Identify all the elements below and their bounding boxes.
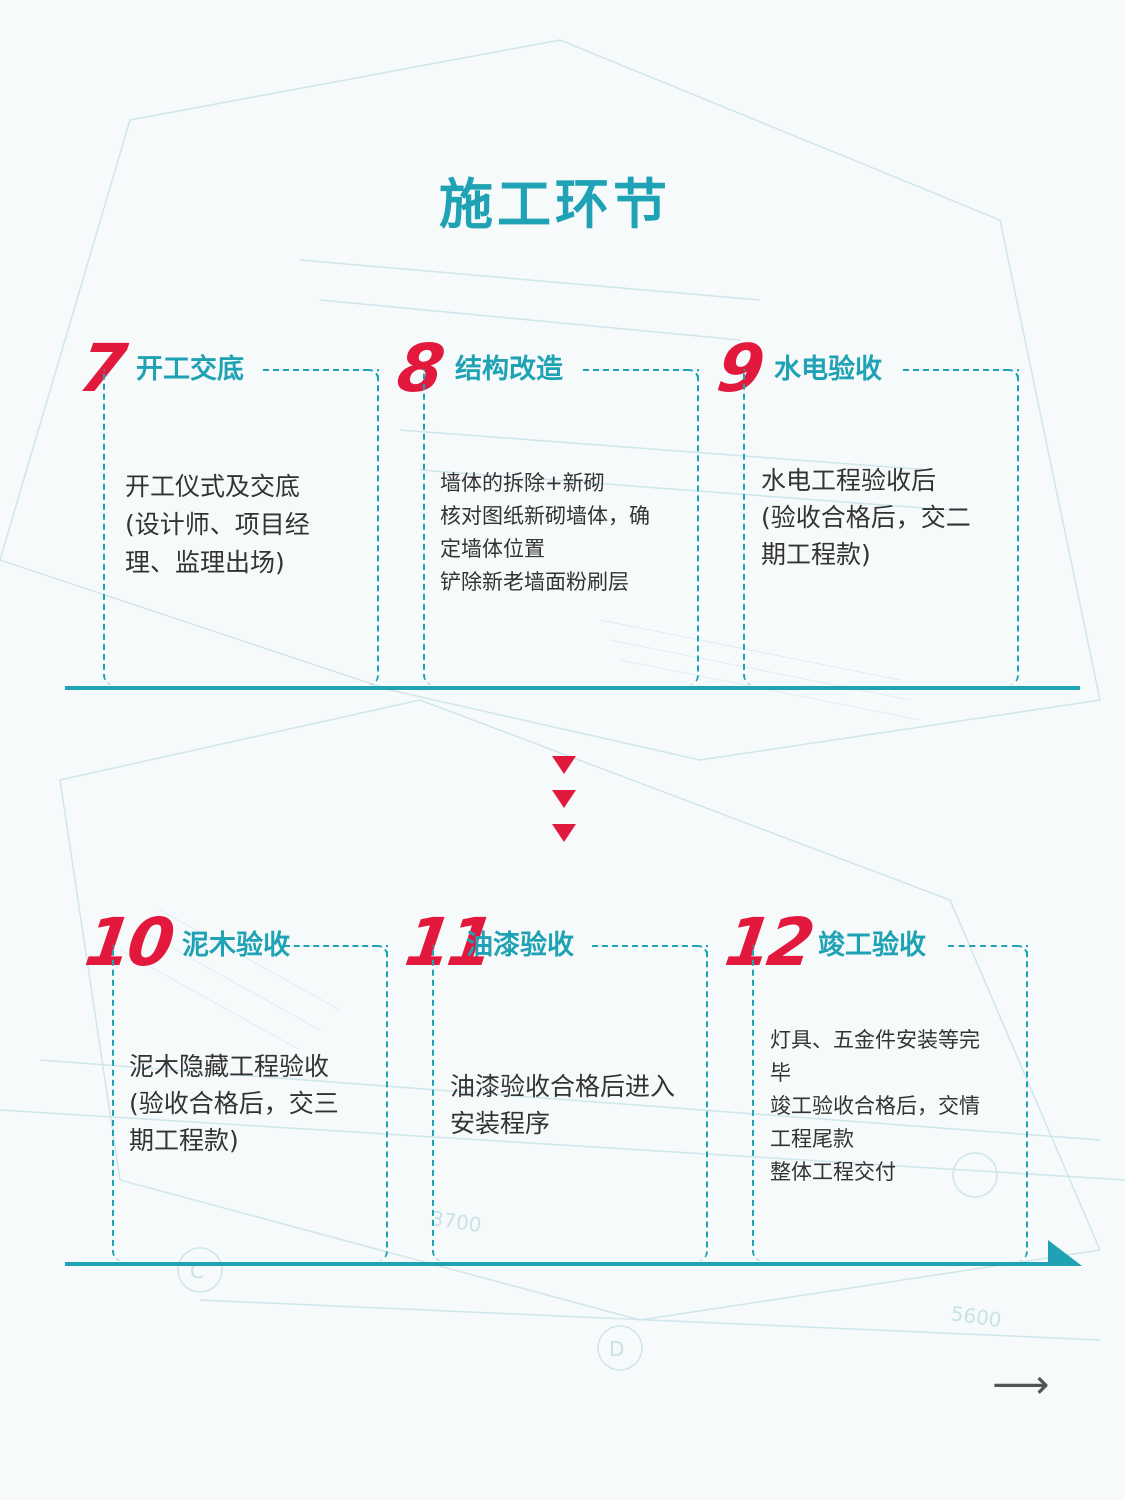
- step-description: 水电工程验收后 (验收合格后，交二 期工程款): [761, 466, 971, 569]
- svg-text:5600: 5600: [949, 1301, 1003, 1332]
- arrow-right-icon[interactable]: ⟶: [992, 1362, 1050, 1408]
- step-title: 结构改造: [455, 354, 563, 385]
- step-title: 油漆验收: [466, 930, 574, 961]
- step-card: [752, 945, 1028, 1261]
- step-card: [432, 945, 708, 1261]
- step-title: 泥木验收: [182, 930, 290, 961]
- step-title: 开工交底: [136, 354, 244, 385]
- page-title: 施工环节: [439, 173, 671, 236]
- step-card: [743, 369, 1019, 685]
- step-description: 油漆验收合格后进入 安装程序: [450, 1072, 676, 1138]
- step-title: 水电验收: [774, 354, 882, 385]
- down-arrow-icon: [552, 790, 576, 808]
- step-card: [103, 369, 379, 685]
- step-description: 开工仪式及交底 (设计师、项目经 理、监理出场): [125, 472, 310, 577]
- down-arrow-icon: [552, 824, 576, 842]
- step-title: 竣工验收: [818, 930, 926, 961]
- step-description: 墙体的拆除+新砌 核对图纸新砌墙体，确 定墙体位置 铲除新老墙面粉刷层: [440, 471, 650, 594]
- timeline-end-arrow-icon: [1048, 1240, 1082, 1266]
- timeline-line: [65, 686, 1080, 690]
- step-card: [112, 945, 388, 1261]
- step-description: 灯具、五金件安装等完 毕 竣工验收合格后，交情 工程尾款 整体工程交付: [770, 1028, 980, 1184]
- step-card: [423, 369, 699, 685]
- svg-text:D: D: [609, 1337, 624, 1361]
- down-arrow-icon: [552, 756, 576, 774]
- step-description: 泥木隐藏工程验收 (验收合格后，交三 期工程款): [129, 1052, 339, 1155]
- timeline-line: [65, 1262, 1065, 1266]
